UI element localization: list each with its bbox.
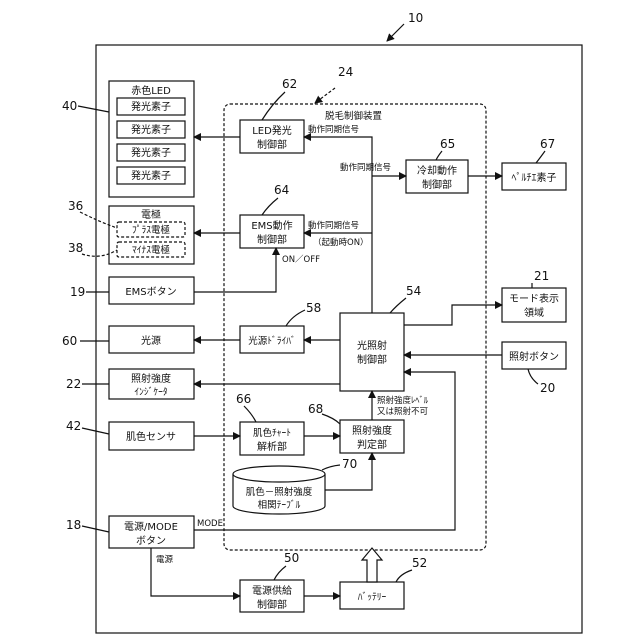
signal-sync-cool: 動作同期信号 <box>340 162 391 173</box>
mode-area-label-2: 領域 <box>524 306 544 319</box>
ems-control-label-1: EMS動作 <box>251 219 292 232</box>
ref-light-control: 54 <box>406 284 421 298</box>
ref-skin-sensor: 42 <box>66 419 81 433</box>
ref-battery: 52 <box>412 556 427 570</box>
ref-led-control: 62 <box>282 77 297 91</box>
electrode-title: 電極 <box>141 208 161 221</box>
signal-mode: MODE <box>197 519 223 529</box>
ref-driver: 58 <box>306 301 321 315</box>
signal-sync-ems: 動作同期信号 <box>308 220 359 231</box>
ref-electrode: 36 <box>68 199 83 213</box>
mode-area-label-1: モード表示 <box>509 292 559 305</box>
peltier-label: ﾍﾟﾙﾁｴ素子 <box>512 171 557 184</box>
light-control-label-1: 光照射 <box>357 339 387 352</box>
ref-cooling: 65 <box>440 137 455 151</box>
battery-label: ﾊﾞｯﾃﾘｰ <box>358 592 387 603</box>
controller-title: 脱毛制御装置 <box>325 110 382 122</box>
ref-judge: 68 <box>308 402 323 416</box>
ref-mode-area: 21 <box>534 269 549 283</box>
ref-irradiate-button: 20 <box>540 381 555 395</box>
power-mode-label-1: 電源/MODE <box>124 520 178 533</box>
signal-level-1: 照射強度ﾚﾍﾞﾙ <box>377 395 429 406</box>
plus-electrode-label: ﾌﾟﾗｽ電極 <box>132 224 171 236</box>
ref-indicator: 22 <box>66 377 81 391</box>
chart-parser-label-2: 解析部 <box>257 440 287 453</box>
emitter-2-label: 発光素子 <box>131 123 171 136</box>
ref-ems-button: 19 <box>70 285 85 299</box>
ref-light-source: 60 <box>62 334 77 348</box>
signal-power: 電源 <box>156 555 174 565</box>
table-label-1: 肌色－照射強度 <box>246 486 313 498</box>
correlation-table-top <box>233 466 325 482</box>
red-led-title: 赤色LED <box>131 84 171 97</box>
supply-label-1: 電源供給 <box>252 584 292 597</box>
light-control-box <box>340 313 404 391</box>
light-control-label-2: 制御部 <box>357 353 387 366</box>
judge-label-2: 判定部 <box>357 438 387 451</box>
indicator-label-1: 照射強度 <box>131 372 171 385</box>
table-label-2: 相関ﾃｰﾌﾞﾙ <box>258 499 301 511</box>
ref-table: 70 <box>342 457 357 471</box>
ref-power-button: 18 <box>66 518 81 532</box>
emitter-4-label: 発光素子 <box>131 169 171 182</box>
led-control-label-1: LED発光 <box>252 124 292 137</box>
emitter-1-label: 発光素子 <box>131 100 171 113</box>
ref-peltier: 67 <box>540 137 555 151</box>
supply-label-2: 制御部 <box>257 598 287 611</box>
emitter-3-label: 発光素子 <box>131 146 171 159</box>
judge-label-1: 照射強度 <box>352 424 392 437</box>
indicator-label-2: ｲﾝｼﾞｹｰﾀ <box>134 387 168 398</box>
ems-control-label-2: 制御部 <box>257 233 287 246</box>
signal-start-on: （起動時ON） <box>313 237 369 248</box>
power-mode-label-2: ボタン <box>136 535 166 547</box>
signal-on-off: ON／OFF <box>282 255 320 265</box>
ref-controller: 24 <box>338 65 353 79</box>
led-control-label-2: 制御部 <box>257 138 287 151</box>
ref-chart-parser: 66 <box>236 392 251 406</box>
signal-sync-led: 動作同期信号 <box>308 124 359 135</box>
driver-label: 光源ﾄﾞﾗｲﾊﾞ <box>248 335 296 347</box>
ref-ems-control: 64 <box>274 183 289 197</box>
ref-supply: 50 <box>284 551 299 565</box>
irradiate-button-label: 照射ボタン <box>509 351 559 363</box>
ref-red-led: 40 <box>62 99 77 113</box>
chart-parser-label-1: 肌色ﾁｬｰﾄ <box>253 427 291 439</box>
skin-sensor-label: 肌色センサ <box>126 430 176 443</box>
minus-electrode-label: ﾏｲﾅｽ電極 <box>132 244 171 256</box>
light-source-label: 光源 <box>141 334 161 347</box>
ref-device: 10 <box>408 11 423 25</box>
cooling-label-1: 冷却動作 <box>417 164 457 177</box>
signal-level-2: 又は照射不可 <box>377 406 429 417</box>
ems-button-label: EMSボタン <box>125 286 176 298</box>
cooling-label-2: 制御部 <box>422 178 452 191</box>
ref-minus-electrode: 38 <box>68 241 83 255</box>
